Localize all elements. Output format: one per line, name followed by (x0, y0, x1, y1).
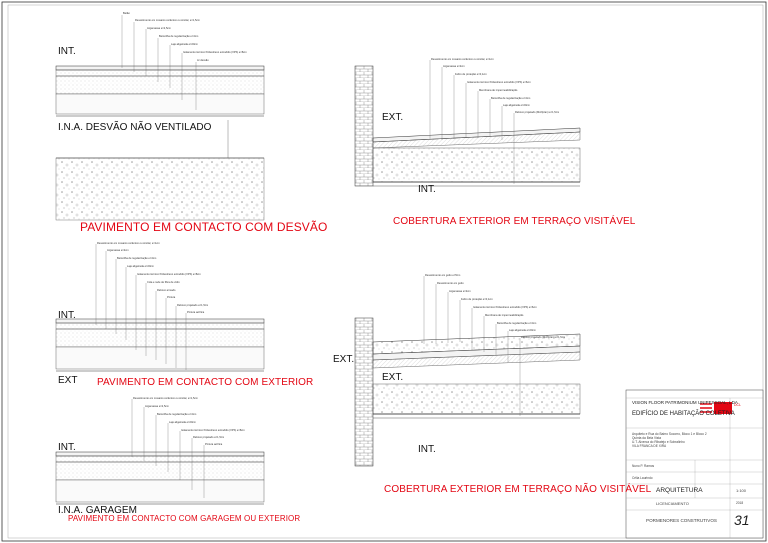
layer-note: Betão (123, 12, 130, 15)
layer-note: Isolamento térmico Poliestireno extrudid… (467, 81, 531, 84)
layer-note: Argamassa e=2,5cm (147, 27, 171, 30)
zone-label-int: INT. (58, 46, 76, 57)
zone-label-int: INT. (58, 442, 76, 453)
layer-note: Laje aligeirada e=20cm (127, 265, 154, 268)
layer-note: Revestimento em mosaico cerâmico ou simi… (133, 397, 198, 400)
tb-drawing-title: PORMENORES CONSTRUTIVOS (646, 518, 717, 523)
layer-note: Argamassa e=2cm (107, 249, 129, 252)
sheet-number: 31 (734, 512, 750, 528)
layer-note: Betonilha de regularização e=4cm (497, 322, 537, 325)
section-terraco-visitavel (354, 60, 581, 187)
layer-note: Membrana de impermeabilização (485, 314, 524, 317)
tb-address-line: VILA FRANCA DE XIRA (632, 444, 667, 448)
zone-label-ext: EXT (58, 375, 78, 386)
zone-label-ext: EXT. (333, 354, 355, 365)
layer-note: Pintura (167, 296, 176, 299)
tb-date: 2018 (736, 501, 744, 505)
layer-note: Pintura acrílica (187, 311, 205, 314)
firm-logo (714, 402, 732, 414)
section-title: PAVIMENTO EM CONTACTO COM GARAGEM OU EXT… (68, 514, 301, 523)
zone-label-int: INT. (418, 184, 436, 195)
tb-drawn-by: Nuno P. Ramos (632, 464, 655, 468)
layer-note: Betonilha de regularização e=4cm (157, 413, 197, 416)
layer-note: Revestimento em mosaico cerâmico ou simi… (431, 58, 494, 61)
section-title: PAVIMENTO EM CONTACTO COM EXTERIOR (97, 377, 314, 388)
layer-note: Reboco projetado (MAXplan) e=1,5cm (521, 336, 566, 339)
section-terraco-nao-visitavel (354, 276, 581, 467)
layer-note: Membrana de impermeabilização (479, 89, 518, 92)
section-contacto-exterior (55, 244, 265, 372)
layer-note: Isolamento térmico Poliestireno extrudid… (473, 306, 537, 309)
tb-address-line: Arquiteto e Rua do Bairro Socorro, Bloco… (632, 432, 707, 436)
section-garagem (55, 399, 265, 505)
zone-label-int: INT. (58, 310, 76, 321)
zone-label-ext-inner: EXT. (382, 372, 404, 383)
section-desvao (55, 15, 265, 221)
tb-address-line: U.T. Alverca do Ribatejo e Sobralinho (632, 440, 685, 444)
tb-scale: 1:100 (736, 488, 747, 493)
tb-firm: DCL (734, 403, 742, 407)
layer-note: Revestimento em mosaico cerâmico ou simi… (97, 242, 160, 245)
layer-note: Feltro de proteção e=0,1cm (461, 298, 493, 301)
title-block (625, 389, 764, 539)
tb-address-line: Quinta da Bela Vista (632, 436, 662, 440)
layer-note: Laje aligeirada e=20cm (171, 43, 198, 46)
layer-note: Argamassa e=2cm (443, 65, 465, 68)
zone-label-ext: EXT. (382, 112, 404, 123)
section-title: COBERTURA EXTERIOR EM TERRAÇO VISITÁVEL (393, 216, 636, 227)
layer-note: Isolamento térmico Poliestireno extrudid… (183, 51, 247, 54)
layer-note: Pintura acrílica (205, 443, 223, 446)
layer-note: Laje aligeirada e=20cm (503, 104, 530, 107)
layer-note: Reboco projetado (MAXplan) e=1,5cm (515, 111, 560, 114)
layer-note: Laje aligeirada e=20cm (509, 329, 536, 332)
section-title: COBERTURA EXTERIOR EM TERRAÇO NÃO VISITÁ… (384, 484, 652, 495)
layer-note: Argamassa e=2,5cm (145, 405, 169, 408)
tb-phase: LICENCIAMENTO (656, 501, 689, 506)
layer-note: Revestimento em mosaico cerâmico ou simi… (135, 19, 200, 22)
layer-note: Revestimento em godo e=5cm (425, 274, 461, 277)
tb-checked-by: Célia Laurindo (632, 476, 653, 480)
tb-discipline: ARQUITETURA (656, 487, 703, 494)
layer-note: Laje aligeirada e=20cm (169, 421, 196, 424)
layer-note: Isolamento térmico Poliestireno extrudid… (137, 273, 201, 276)
tb-owner: VISION FLOOR PATRIMONIUM UNIPESSOAL, LDA (632, 400, 738, 405)
layer-note: Revestimento em godo (437, 282, 464, 285)
layer-note: Isolamento térmico Poliestireno extrudid… (181, 429, 245, 432)
zone-label-garagem: I.N.A. GARAGEM (58, 505, 137, 516)
tb-project: EDIFÍCIO DE HABITAÇÃO COLETIVA (632, 411, 735, 417)
section-title: PAVIMENTO EM CONTACTO COM DESVÃO (80, 220, 328, 234)
layer-note: Argamassa e=2cm (449, 290, 471, 293)
layer-note: Ar desvão (197, 59, 209, 62)
layer-note: Reboco armado (157, 289, 176, 292)
layer-note: Cola e rede de fibra de vidro (147, 281, 180, 284)
layer-note: Betonilha de regularização e=4cm (159, 35, 199, 38)
layer-note: Reboco projetado e=1,5cm (177, 304, 209, 307)
zone-label-desvao: I.N.A. DESVÃO NÃO VENTILADO (58, 122, 212, 133)
layer-note: Betonilha de regularização e=4cm (491, 97, 531, 100)
layer-note: Betonilha de regularização e=4cm (117, 257, 157, 260)
layer-note: Feltro de proteção e=0,1cm (455, 73, 487, 76)
layer-note: Reboco projetado e=1,5cm (193, 436, 225, 439)
zone-label-int: INT. (418, 444, 436, 455)
